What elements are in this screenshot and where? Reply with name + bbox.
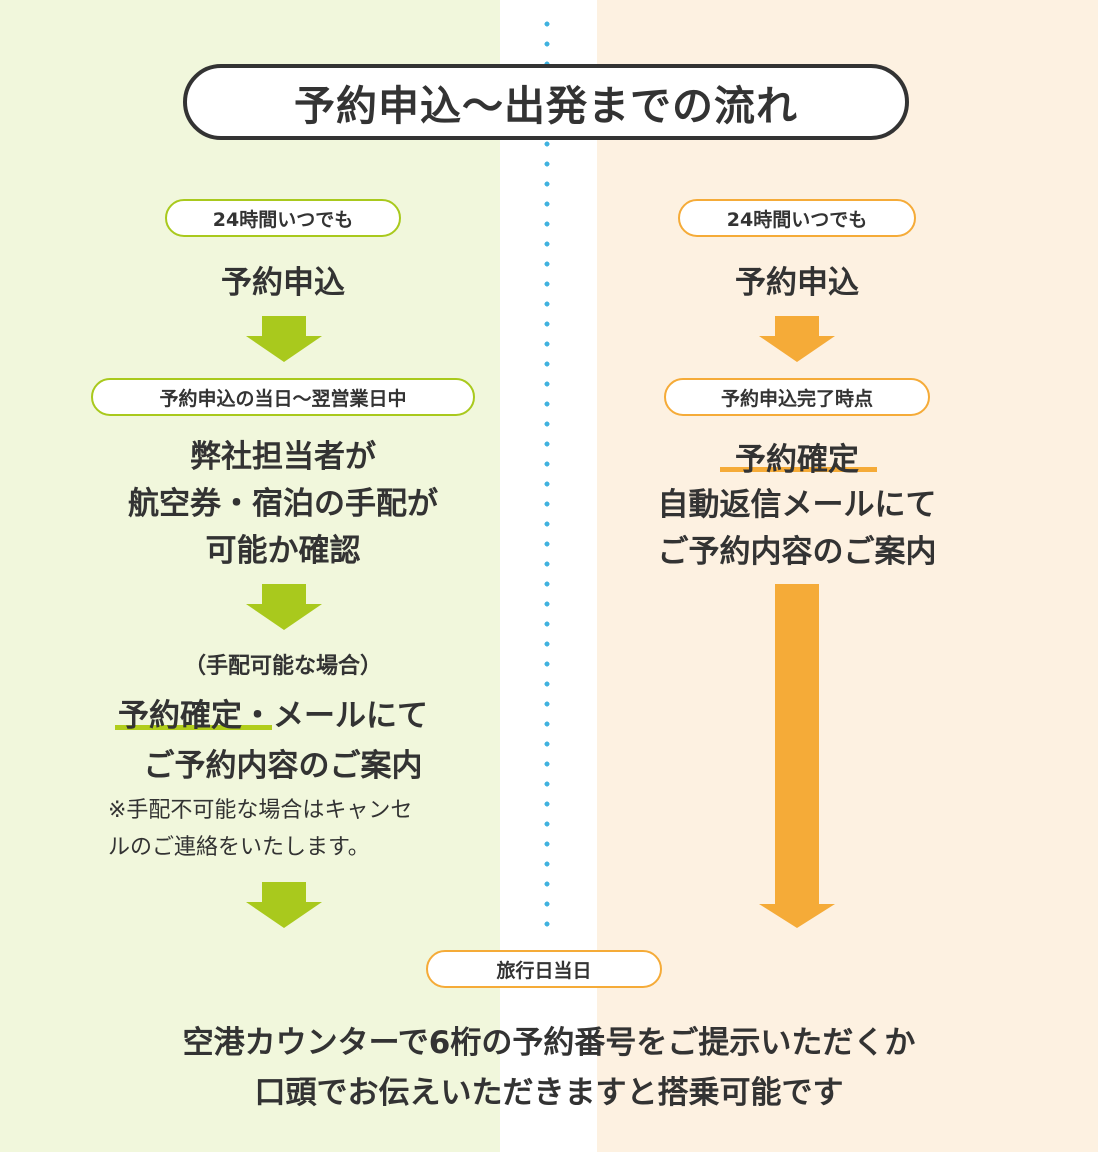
left-pill-anytime: 24時間いつでも <box>165 199 401 237</box>
right-arrow-1 <box>759 316 835 362</box>
left-step-confirm: 弊社担当者が 航空券・宿泊の手配が 可能か確認 <box>0 434 566 575</box>
dotted-divider <box>544 8 550 938</box>
travel-day-pill: 旅行日当日 <box>426 950 662 988</box>
right-pill-anytime-label: 24時間いつでも <box>726 208 868 231</box>
left-step-booking-line2: ご予約内容のご案内 <box>143 748 423 784</box>
left-note: ※手配不可能な場合はキャンセ ルのご連絡をいたします。 <box>108 792 412 866</box>
left-pill-timeframe-label: 予約申込の当日〜翌営業日中 <box>159 387 407 410</box>
right-pill-anytime: 24時間いつでも <box>678 199 916 237</box>
boarding-instructions: 空港カウンターで6桁の予約番号をご提示いただくか 口頭でお伝えいただきますと搭乗… <box>0 1018 1098 1118</box>
left-step-booking-line1: 予約確定・メールにて <box>118 690 428 735</box>
page-title: 予約申込〜出発までの流れ <box>183 64 909 140</box>
travel-day-pill-label: 旅行日当日 <box>496 959 592 982</box>
right-step-autoreply-line: 自動返信メールにて <box>657 487 937 523</box>
right-panel-background <box>597 0 1098 1152</box>
left-step-confirm-line: 航空券・宿泊の手配が <box>128 486 438 522</box>
left-arrow-1 <box>246 316 322 362</box>
left-booking-highlight: 予約確定 <box>118 698 242 734</box>
page-title-text: 予約申込〜出発までの流れ <box>294 82 798 130</box>
left-pill-timeframe: 予約申込の当日〜翌営業日中 <box>91 378 475 416</box>
boarding-instructions-line: 空港カウンターで6桁の予約番号をご提示いただくか <box>182 1025 916 1061</box>
left-arrow-3 <box>246 882 322 928</box>
right-step-autoreply: 自動返信メールにて ご予約内容のご案内 <box>597 482 997 576</box>
left-step-apply: 予約申込 <box>221 265 345 301</box>
left-step-confirm-line: 可能か確認 <box>205 533 361 569</box>
left-arrow-2 <box>246 584 322 630</box>
left-note-line: ルのご連絡をいたします。 <box>108 835 370 860</box>
left-pill-anytime-label: 24時間いつでも <box>212 208 354 231</box>
left-panel-background <box>0 0 500 1152</box>
right-booking-highlight: 予約確定 <box>735 442 859 478</box>
right-pill-timeframe: 予約申込完了時点 <box>664 378 930 416</box>
left-booking-rest: ・メールにて <box>242 698 428 734</box>
right-confirm-underline <box>720 467 877 472</box>
left-condition: （手配可能な場合） <box>183 654 382 679</box>
right-step-apply: 予約申込 <box>735 265 859 301</box>
right-pill-timeframe-label: 予約申込完了時点 <box>720 387 873 410</box>
right-step-autoreply-line: ご予約内容のご案内 <box>657 534 937 570</box>
left-step-confirm-line: 弊社担当者が <box>190 439 376 475</box>
left-note-line: ※手配不可能な場合はキャンセ <box>108 798 413 823</box>
boarding-instructions-line: 口頭でお伝えいただきますと搭乗可能です <box>254 1075 844 1111</box>
left-confirm-underline <box>115 725 272 730</box>
right-long-arrow <box>759 584 835 928</box>
